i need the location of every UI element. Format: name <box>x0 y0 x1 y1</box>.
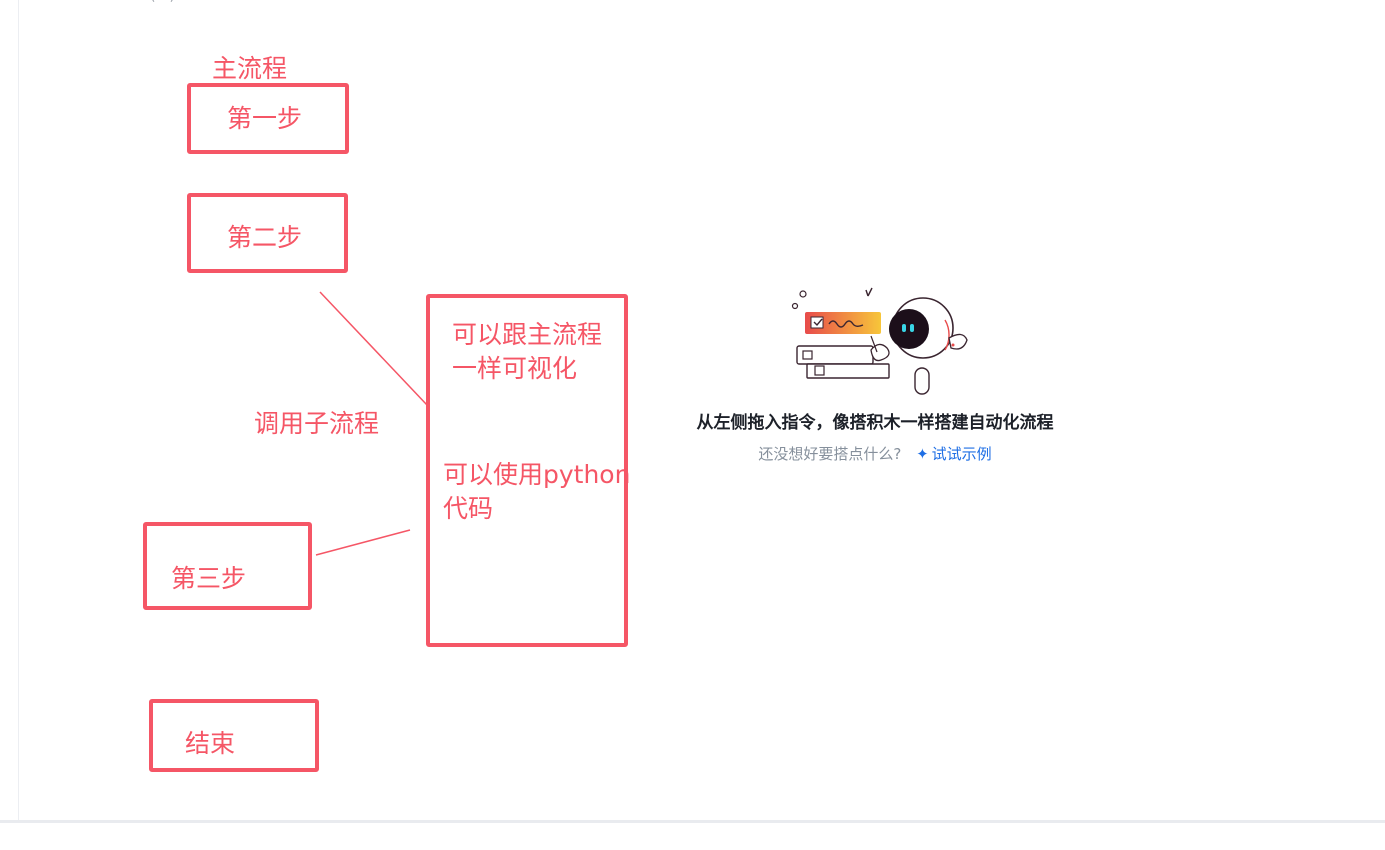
sparkle-icon: ✦ <box>916 445 929 463</box>
empty-state-subtitle-row: 还没想好要搭点什么? ✦试试示例 <box>660 443 1090 465</box>
step1-box: 第一步 <box>187 83 349 154</box>
subflow-visual-line2: 一样可视化 <box>452 352 577 386</box>
connector-step2-to-subflow <box>320 292 427 405</box>
connector-step3-to-subflow <box>316 530 410 555</box>
subflow-box: 可以跟主流程 一样可视化 可以使用python 代码 <box>426 294 628 647</box>
subflow-python-line1: 可以使用python <box>443 458 630 492</box>
main-flow-label: 主流程 <box>212 52 287 86</box>
bottom-panel-edge <box>0 820 1385 850</box>
step2-label: 第二步 <box>227 221 302 255</box>
empty-state-title: 从左侧拖入指令，像搭积木一样搭建自动化流程 <box>660 411 1090 435</box>
end-label: 结束 <box>185 727 235 761</box>
step3-label: 第三步 <box>171 562 246 596</box>
subflow-visual-line1: 可以跟主流程 <box>452 318 602 352</box>
end-box: 结束 <box>149 699 319 772</box>
robot-building-blocks-illustration <box>775 280 975 405</box>
empty-state-panel: 从左侧拖入指令，像搭积木一样搭建自动化流程 还没想好要搭点什么? ✦试试示例 <box>660 280 1090 465</box>
call-subflow-label: 调用子流程 <box>254 407 379 441</box>
try-example-label: 试试示例 <box>932 445 992 463</box>
empty-state-subtitle: 还没想好要搭点什么? <box>758 445 901 463</box>
step3-box: 第三步 <box>143 522 312 610</box>
subflow-python-line2: 代码 <box>443 492 493 526</box>
step1-label: 第一步 <box>227 102 302 136</box>
step2-box: 第二步 <box>187 193 348 273</box>
try-example-link[interactable]: ✦试试示例 <box>916 445 992 463</box>
